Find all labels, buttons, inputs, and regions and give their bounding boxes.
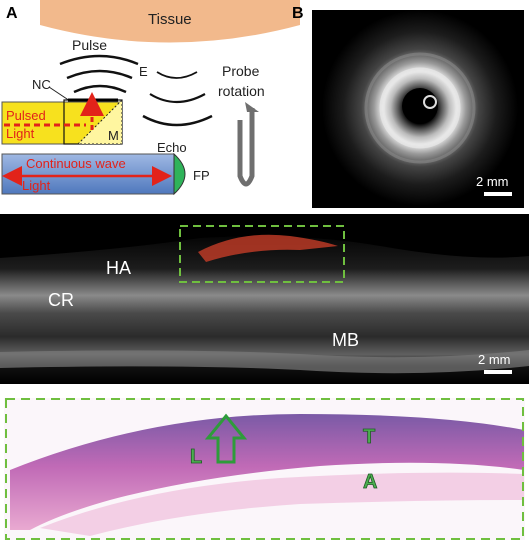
oct-adventitia-band <box>0 350 529 374</box>
histology-a-label: A <box>363 471 377 493</box>
cw-label-line2: Light <box>22 178 51 193</box>
ivus-bright-ring <box>379 67 461 149</box>
tissue-label: Tissue <box>148 11 192 28</box>
oct-roi-box <box>179 225 345 283</box>
probe-label-line2: rotation <box>218 83 265 99</box>
histology-panel: L T A <box>4 398 525 540</box>
pulse-label: Pulse <box>72 37 107 53</box>
panel-c-scale-label: 2 mm <box>478 352 511 367</box>
e-label: E <box>139 64 148 79</box>
panel-b-scale-label: 2 mm <box>476 174 509 189</box>
m-label: M <box>108 128 119 143</box>
ivus-catheter <box>423 95 437 109</box>
panel-b-letter: B <box>292 5 304 22</box>
histology-roi-box <box>5 398 524 540</box>
nc-label: NC <box>32 77 51 92</box>
ha-label: HA <box>106 258 131 278</box>
histology-l-label: L <box>190 446 202 468</box>
histology-t-label: T <box>363 426 375 448</box>
ivus-lumen <box>402 88 438 124</box>
tissue-shape <box>40 0 300 43</box>
echo-arc-1 <box>156 71 198 79</box>
fp-label: FP <box>193 168 210 183</box>
nc-leader <box>48 86 71 102</box>
oct-red-signal <box>198 234 338 262</box>
cr-label: CR <box>48 290 74 310</box>
histology-tissue <box>10 414 524 530</box>
cw-label-line1: Continuous wave <box>26 156 126 171</box>
echo-arc-2 <box>149 93 206 104</box>
panel-b: B 2 mm <box>292 5 524 208</box>
panel-b-scale-bar <box>484 192 512 196</box>
panel-a: A Tissue Pulse NC E Echo Probe rotation … <box>1 0 300 196</box>
mb-label: MB <box>332 330 359 350</box>
echo-label: Echo <box>157 140 187 155</box>
pulse-arc-3 <box>73 84 127 94</box>
probe-rotation-arrowhead <box>245 102 259 112</box>
pulsed-label-line2: Light <box>6 126 35 141</box>
panel-c: C HA CR MB 2 mm <box>0 214 529 384</box>
mirror-hatch <box>76 98 123 145</box>
pulse-arc-1 <box>59 54 139 66</box>
focusing-probe <box>173 152 186 196</box>
pulse-arc-2 <box>66 69 133 80</box>
pulsed-label-line1: Pulsed <box>6 108 46 123</box>
probe-label-line1: Probe <box>222 63 260 79</box>
ivus-mid-ring <box>364 52 476 164</box>
probe-rotation-arrow <box>237 108 255 187</box>
oct-tissue-layer <box>0 236 529 384</box>
histology-arrow <box>204 413 248 464</box>
histology-adventitia <box>40 472 524 536</box>
panel-a-letter: A <box>6 5 18 22</box>
echo-arc-3 <box>142 114 213 127</box>
panel-c-scale-bar <box>484 370 512 374</box>
